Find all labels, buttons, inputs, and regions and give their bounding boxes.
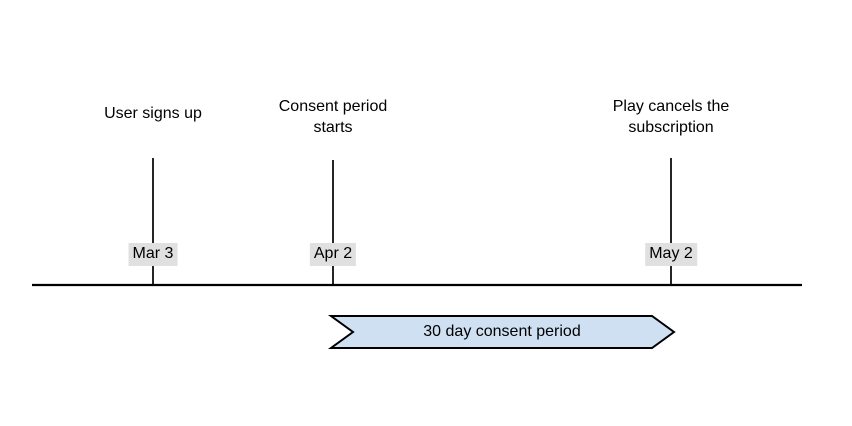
event-date-signup: Mar 3 [128,243,178,266]
consent-period-band-label: 30 day consent period [423,323,581,340]
consent-period-band-shape [327,315,676,349]
event-title-play-cancels: Play cancels the subscription [612,98,730,136]
event-title-signup: User signs up [104,105,202,122]
event-date-consent-start: Apr 2 [309,243,357,266]
event-date-play-cancels: May 2 [645,243,697,266]
event-title-consent-start: Consent period starts [278,98,388,136]
